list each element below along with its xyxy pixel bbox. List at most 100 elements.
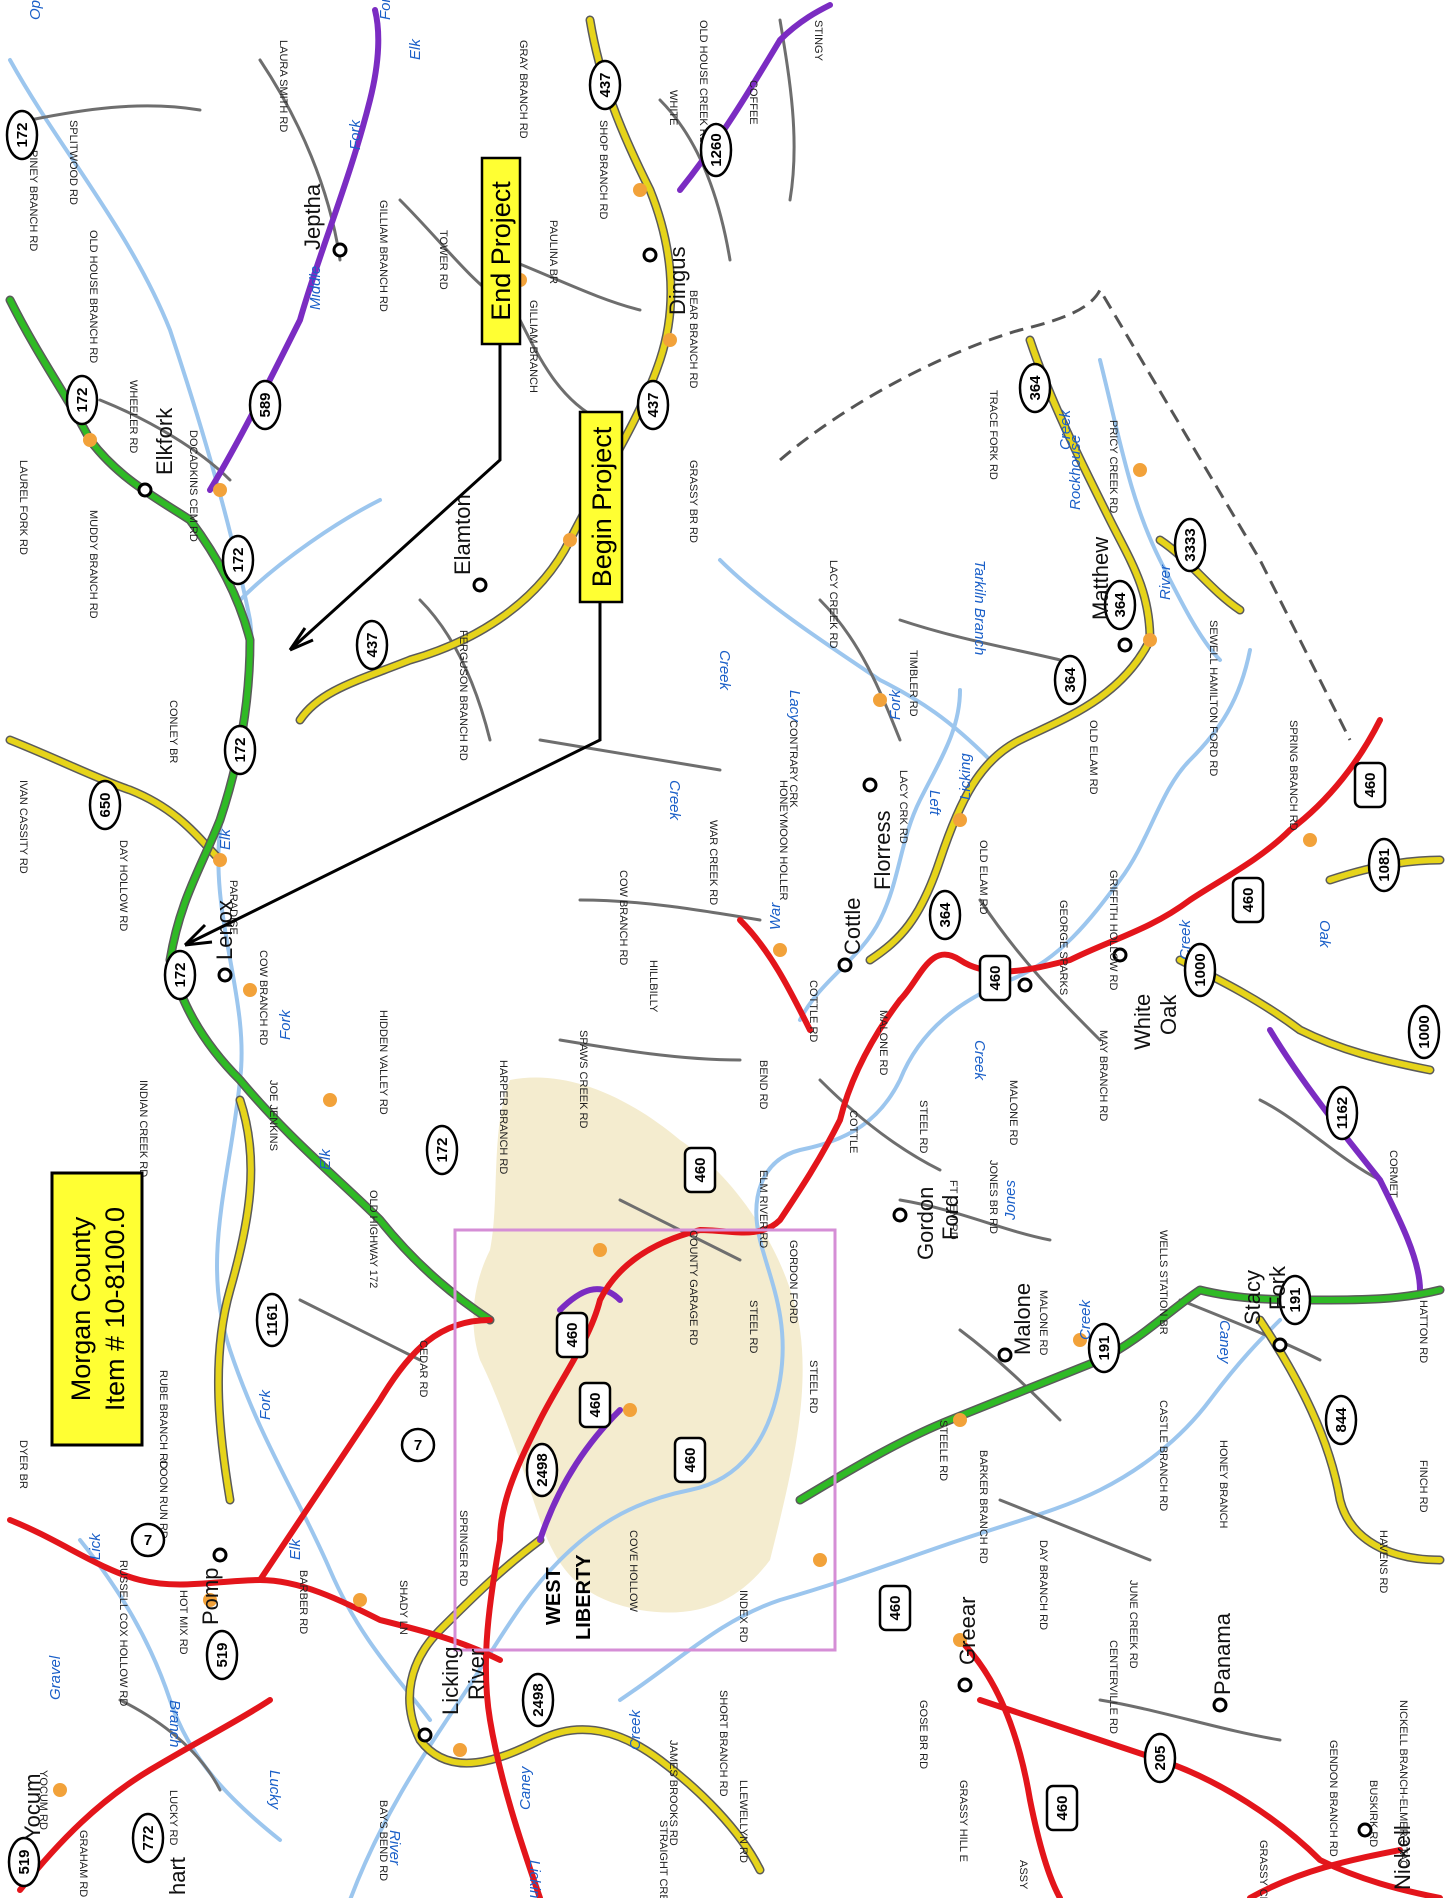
- road-label: OLD HIGHWAY 172: [367, 1190, 379, 1288]
- svg-text:460: 460: [887, 1595, 904, 1620]
- town-marker-elamton[interactable]: [472, 577, 488, 593]
- town-marker-dingus[interactable]: [642, 247, 658, 263]
- route-shield-437[interactable]: 437: [355, 619, 389, 671]
- road-label: STEELE RD: [937, 1420, 949, 1481]
- route-shield-1081[interactable]: 1081: [1367, 837, 1401, 893]
- route-shield-1000[interactable]: 1000: [1407, 1004, 1441, 1060]
- route-shield-460[interactable]: 460: [1045, 1784, 1079, 1832]
- route-shield-172[interactable]: 172: [163, 949, 197, 1001]
- stream-label: Rockhouse: [1067, 435, 1084, 510]
- route-shield-364[interactable]: 364: [1053, 654, 1087, 706]
- road-label: DOCADKINS CEM RD: [187, 430, 199, 542]
- town-marker-jeptha[interactable]: [332, 242, 348, 258]
- road-label: BARKER BRANCH RD: [977, 1450, 989, 1564]
- route-shield-172[interactable]: 172: [425, 1124, 459, 1176]
- road-label: SPRING BRANCH RD: [1287, 720, 1299, 831]
- road-label: GRASSY HILL E: [957, 1780, 969, 1862]
- route-shield-1260[interactable]: 1260: [699, 122, 733, 178]
- route-shield-437[interactable]: 437: [636, 379, 670, 431]
- route-shield-172[interactable]: 172: [5, 109, 39, 161]
- town-marker-stacy-fork[interactable]: [1272, 1337, 1288, 1353]
- town-marker-460-junction[interactable]: [1017, 977, 1033, 993]
- town-label-hart: hart: [165, 1857, 190, 1895]
- route-shield-460[interactable]: 460: [683, 1146, 717, 1194]
- end-project-callout[interactable]: End Project: [480, 156, 522, 346]
- begin-project-callout[interactable]: Begin Project: [578, 410, 624, 604]
- local-road: [998, 1498, 1152, 1562]
- route-shield-191[interactable]: 191: [1087, 1322, 1121, 1374]
- route-shield-460[interactable]: 460: [555, 1311, 589, 1359]
- route-shield-437[interactable]: 437: [588, 59, 622, 111]
- town-label-matthew: Matthew: [1088, 537, 1113, 620]
- town-marker-greear[interactable]: [957, 1677, 973, 1693]
- route-shield-460[interactable]: 460: [1231, 876, 1265, 924]
- route-shield-3333[interactable]: 3333: [1173, 517, 1207, 573]
- route-shield-519[interactable]: 519: [7, 1836, 41, 1888]
- map-title-box: Morgan County Item # 10-8100.0: [50, 1171, 144, 1447]
- local-road: [1258, 1098, 1382, 1182]
- route-shield-364[interactable]: 364: [1018, 362, 1052, 414]
- route-shield-772[interactable]: 772: [131, 1812, 165, 1864]
- route-shield-2498[interactable]: 2498: [521, 1672, 555, 1728]
- road-label: COW BRANCH RD: [257, 950, 269, 1045]
- route-shield-460[interactable]: 460: [1353, 761, 1387, 809]
- stream-label: Fork: [257, 1389, 274, 1421]
- town-marker-pomp[interactable]: [212, 1547, 228, 1563]
- svg-text:460: 460: [564, 1322, 581, 1347]
- route-shield-7[interactable]: 7: [400, 1427, 436, 1463]
- route-shields: 172 172 172 172 172 172 437 437 437 589 …: [5, 59, 1441, 1888]
- route-shield-2498[interactable]: 2498: [525, 1442, 559, 1498]
- route-shield-1000[interactable]: 1000: [1183, 942, 1217, 998]
- svg-text:460: 460: [987, 965, 1004, 990]
- begin-project-arrowhead: [183, 923, 213, 947]
- town-marker-panama[interactable]: [1212, 1697, 1228, 1713]
- town-marker-nickell[interactable]: [1357, 1822, 1373, 1838]
- road-label: OLD ELAM RD: [1087, 720, 1099, 795]
- town-marker-cottle[interactable]: [837, 957, 853, 973]
- route-shield-172[interactable]: 172: [221, 534, 255, 586]
- route-shield-460[interactable]: 460: [878, 1584, 912, 1632]
- local-road: [1178, 1298, 1322, 1362]
- route-shield-205[interactable]: 205: [1143, 1732, 1177, 1784]
- town-marker-licking-river[interactable]: [417, 1727, 433, 1743]
- stream-label: River: [1157, 564, 1174, 600]
- route-shield-519[interactable]: 519: [205, 1629, 239, 1681]
- town-marker-elkfork[interactable]: [137, 482, 153, 498]
- route-shield-172[interactable]: 172: [223, 724, 257, 776]
- town-marker-white-oak[interactable]: [1112, 947, 1128, 963]
- route-shield-7[interactable]: 7: [130, 1522, 166, 1558]
- road-460-spur: [557, 1286, 623, 1313]
- town-marker-lenox[interactable]: [217, 967, 233, 983]
- road-label: FT CEM RD: [947, 1180, 959, 1240]
- route-shield-460[interactable]: 460: [978, 954, 1012, 1002]
- stream-label: Branch: [166, 1700, 183, 1748]
- town-marker-malone[interactable]: [997, 1347, 1013, 1363]
- route-shield-191[interactable]: 191: [1278, 1274, 1312, 1326]
- stream-label: Elk: [407, 38, 424, 60]
- svg-text:2498: 2498: [534, 1453, 551, 1486]
- route-shield-364[interactable]: 364: [928, 889, 962, 941]
- route-shield-844[interactable]: 844: [1324, 1394, 1358, 1446]
- road-label: LUCKY RD: [167, 1790, 179, 1845]
- svg-text:172: 172: [172, 962, 189, 987]
- town-marker-matthew[interactable]: [1117, 637, 1133, 653]
- route-shield-1161[interactable]: 1161: [255, 1292, 289, 1348]
- route-shield-589[interactable]: 589: [248, 379, 282, 431]
- route-shield-1162[interactable]: 1162: [1325, 1085, 1359, 1141]
- stream-label: Creek: [666, 780, 683, 822]
- route-shield-650[interactable]: 650: [88, 779, 122, 831]
- route-shield-460[interactable]: 460: [673, 1436, 707, 1484]
- route-shield-364[interactable]: 364: [1103, 579, 1137, 631]
- route-shield-460[interactable]: 460: [578, 1381, 612, 1429]
- intersection-dot: [953, 1633, 967, 1647]
- town-marker-gordon-ford[interactable]: [892, 1207, 908, 1223]
- town-label-river: River: [464, 1649, 489, 1700]
- route-shield-172[interactable]: 172: [65, 374, 99, 426]
- town-label-west: WEST: [543, 1567, 565, 1625]
- intersection-dot: [813, 1553, 827, 1567]
- road-205: [977, 1697, 1443, 1898]
- stream-label: Creek: [627, 1708, 644, 1750]
- town-marker-florress[interactable]: [862, 777, 878, 793]
